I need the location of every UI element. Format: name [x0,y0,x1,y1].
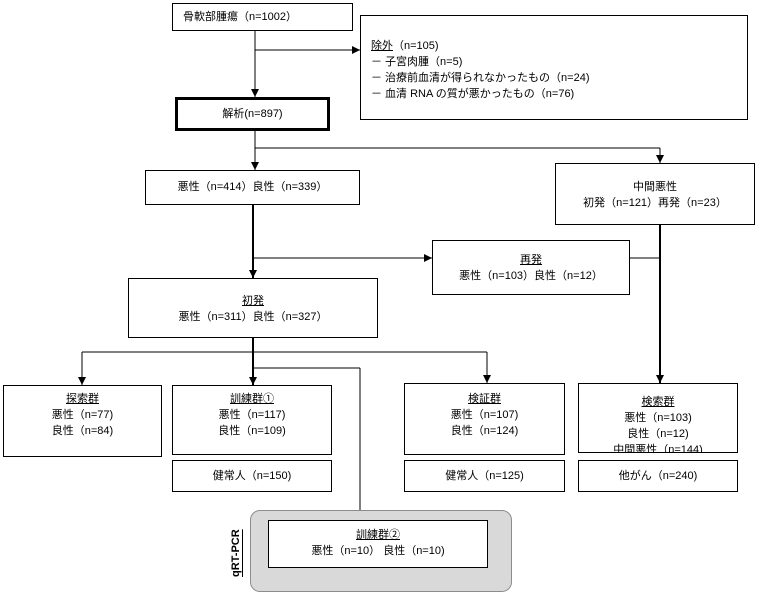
node-title: 訓練群① [230,393,274,405]
node-line: 悪性（n=117) [218,409,286,421]
excluded-count: （n=105) [393,40,439,52]
node-title: 初発 [242,295,264,307]
node-validation-healthy: 健常人（n=125) [404,460,565,492]
node-training1-healthy: 健常人（n=150) [172,460,332,492]
node-analysis: 解析(n=897) [175,97,330,131]
excluded-item: － 血清 RNA の質が悪かったもの（n=76) [371,88,575,100]
node-label: 健常人（n=125) [445,470,524,482]
node-line: 悪性（n=77) [51,409,114,421]
node-line: 良性（n=124) [450,425,519,437]
node-label: 健常人（n=150) [212,470,292,482]
node-training-group-1: 訓練群① 悪性（n=117) 良性（n=109) [172,385,332,455]
node-title: 検証群 [468,393,501,405]
node-title: 検索群 [641,396,675,408]
node-detail: 悪性（n=311）良性（n=327） [178,311,328,323]
node-label: 解析(n=897) [222,108,283,120]
node-validation-group: 検証群 悪性（n=107) 良性（n=124) [404,383,565,455]
node-exploration-group: 探索群 悪性（n=77) 良性（n=84) [3,385,162,457]
node-search-other-cancer: 他がん（n=240) [578,460,738,492]
node-title: 訓練群② [356,529,400,541]
node-training-group-2: 訓練群② 悪性（n=10） 良性（n=10) [268,520,488,568]
node-excluded: 除外（n=105) － 子宮肉腫（n=5) － 治療前血清が得られなかったもの（… [360,15,748,120]
node-line: 良性（n=84) [51,425,114,437]
node-recurrence: 再発 悪性（n=103）良性（n=12） [432,240,630,295]
node-title: 再発 [520,254,542,266]
node-detail: 悪性（n=10） 良性（n=10) [311,545,445,557]
node-primary: 初発 悪性（n=311）良性（n=327） [128,278,378,338]
node-malignant-benign: 悪性（n=414）良性（n=339） [145,170,360,205]
node-title: 探索群 [66,393,99,405]
node-line: 悪性（n=103) [624,412,692,424]
qrt-pcr-label: qRT-PCR [230,529,242,577]
node-label: 悪性（n=414）良性（n=339） [177,181,328,193]
node-detail: 初発（n=121）再発（n=23） [583,197,727,209]
node-line: 悪性（n=107) [450,409,519,421]
node-detail: 悪性（n=103）良性（n=12） [459,270,603,282]
excluded-item: － 治療前血清が得られなかったもの（n=24) [371,72,590,84]
node-line: 良性（n=12) [627,428,689,440]
node-label: 骨軟部腫瘍（n=1002） [183,11,298,23]
excluded-header: 除外（n=105) [371,38,747,54]
excluded-item: － 子宮肉腫（n=5) [371,56,463,68]
node-search-group: 検索群 悪性（n=103) 良性（n=12) 中間悪性（n=144) [578,383,738,453]
node-bone-soft-tissue-tumor: 骨軟部腫瘍（n=1002） [172,3,353,31]
node-line: 中間悪性（n=144) [613,444,703,453]
node-intermediate-malignancy: 中間悪性 初発（n=121）再発（n=23） [555,163,755,225]
node-title: 中間悪性 [633,181,677,193]
excluded-title: 除外 [371,40,393,52]
node-line: 良性（n=109) [218,425,286,437]
node-label: 他がん（n=240) [618,470,698,482]
